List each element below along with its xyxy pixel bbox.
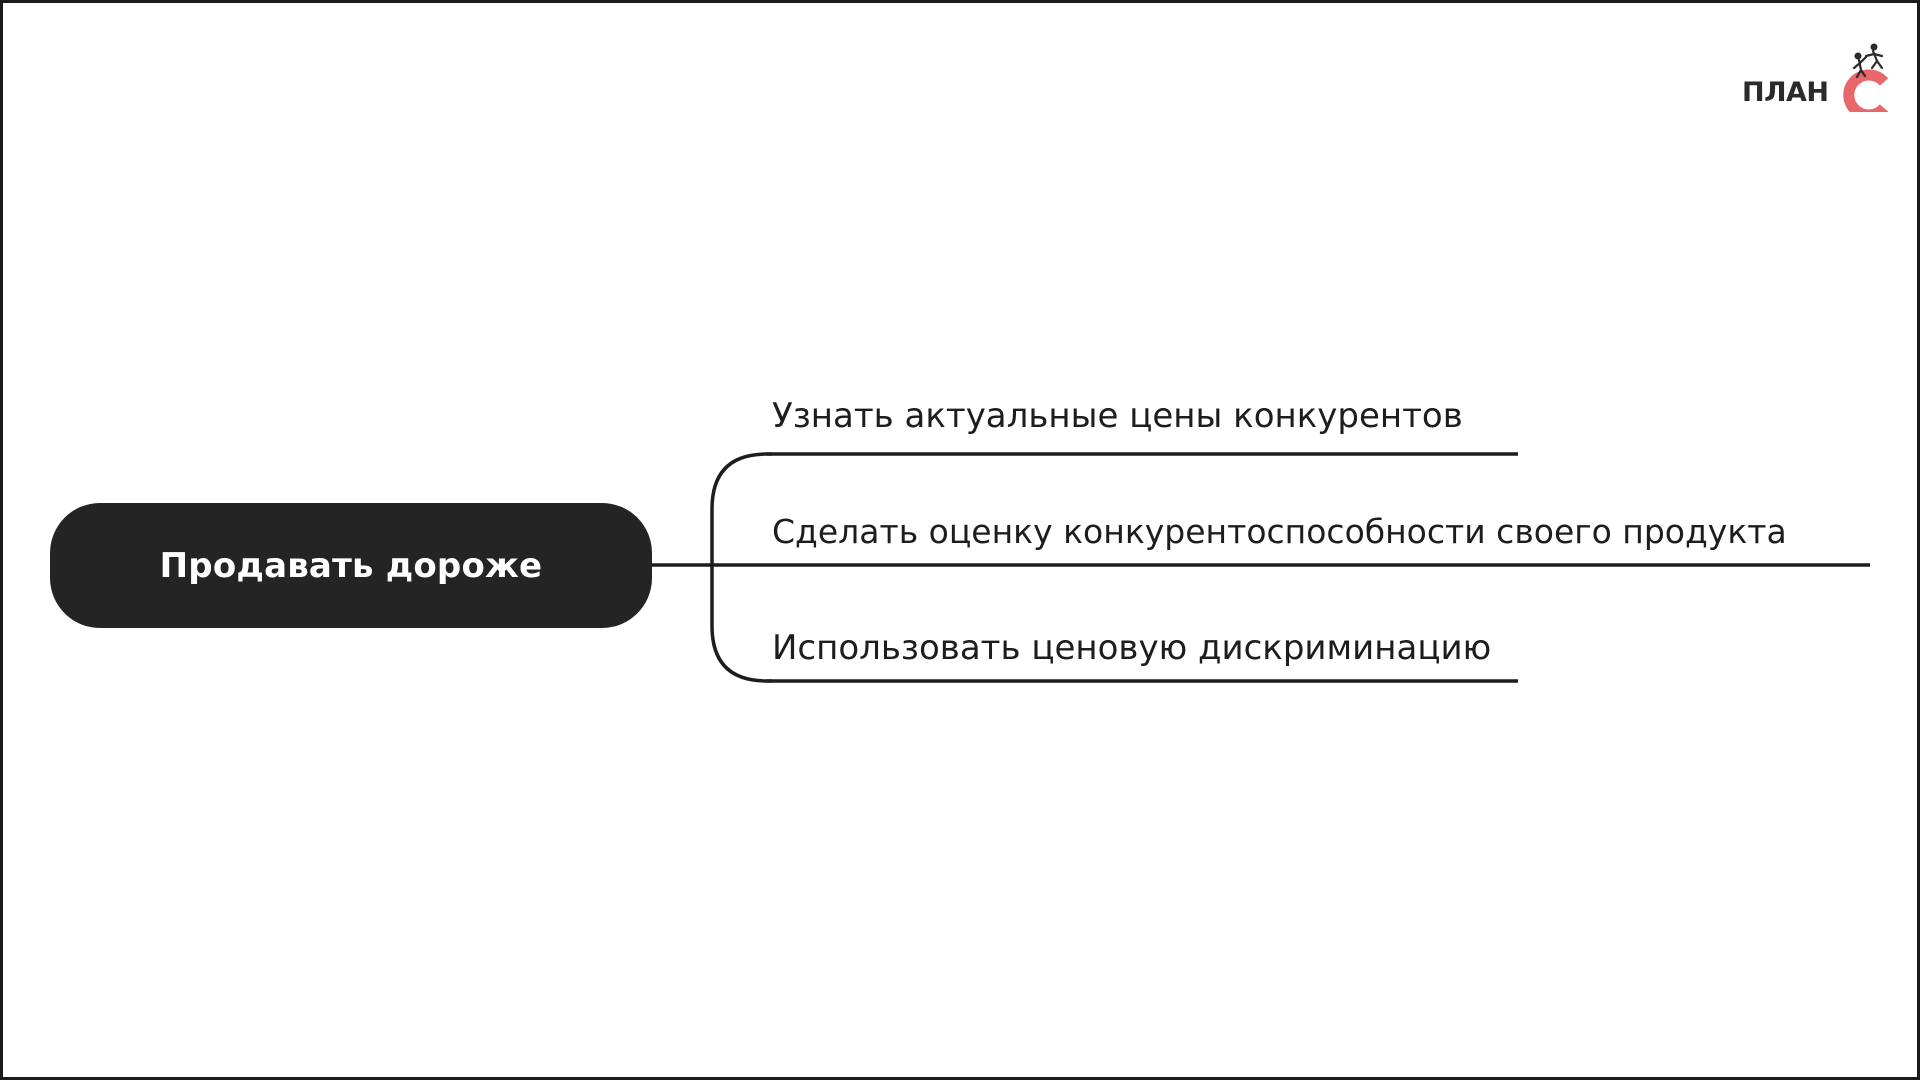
climbers-icon (1852, 43, 1884, 79)
logo-mark (1843, 43, 1889, 112)
branch-bracket (710, 452, 772, 683)
root-node: Продавать дороже (50, 503, 652, 628)
logo: ПЛАН (1742, 42, 1890, 112)
branch-label-2: Сделать оценку конкурентоспособности сво… (772, 512, 1787, 551)
root-node-label: Продавать дороже (159, 545, 543, 586)
logo-text: ПЛАН (1742, 77, 1829, 108)
logo-c-letter (1843, 69, 1889, 112)
branch-label-3: Использовать ценовую дискриминацию (772, 628, 1492, 668)
branch-label-1: Узнать актуальные цены конкурентов (772, 396, 1463, 436)
